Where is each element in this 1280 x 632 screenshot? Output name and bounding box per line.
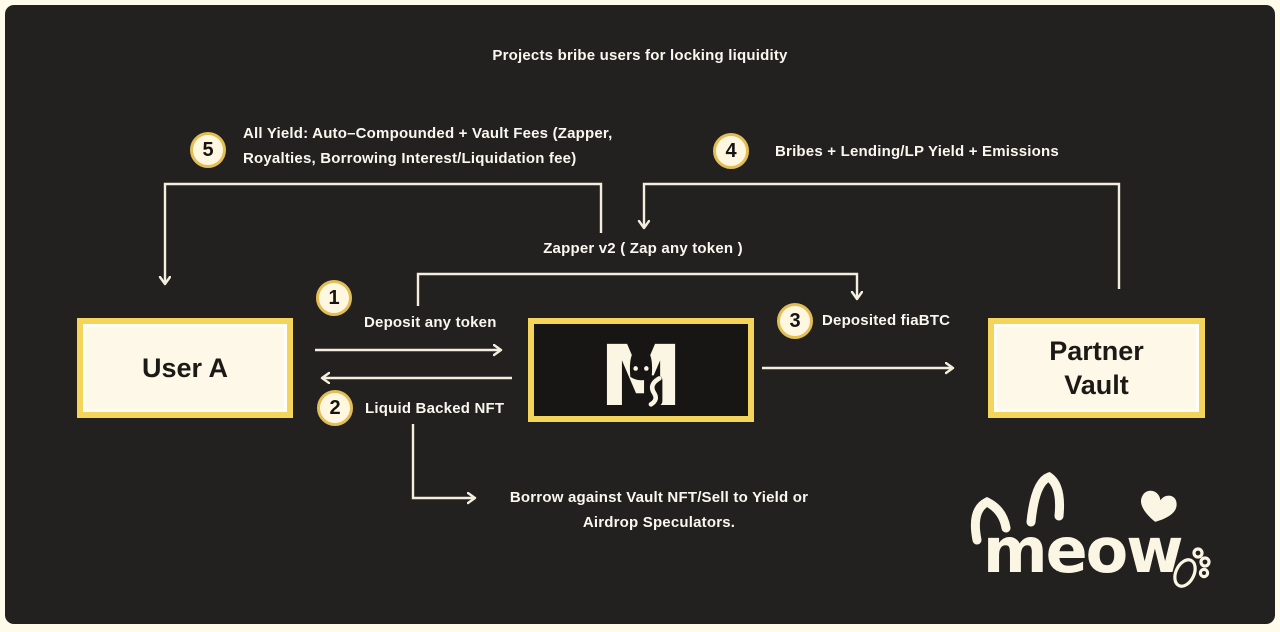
user-a-label: User A — [141, 353, 229, 383]
diagram-title: Projects bribe users for locking liquidi… — [492, 47, 788, 64]
step-4-badge: 4 — [713, 133, 749, 169]
step-4-number: 4 — [725, 139, 737, 162]
heart-icon — [1141, 490, 1177, 522]
step-1-badge: 1 — [316, 280, 352, 316]
cat-eye-right — [644, 366, 649, 371]
diagram-panel — [5, 5, 1275, 624]
meow-brand-logo: meow — [970, 471, 1211, 588]
borrow-label: Borrow against Vault NFT/Sell to Yield o… — [509, 489, 809, 531]
cat-tail — [648, 376, 662, 407]
meow-wordmark-text: meow — [983, 514, 1182, 587]
bribes-to-zapper-arrow — [644, 182, 1121, 289]
cat-ear-right-icon — [1026, 471, 1064, 527]
step-1-label: Deposit any token — [364, 314, 497, 331]
step-5-badge: 5 — [190, 132, 226, 168]
meow-vault-node: M — [528, 318, 754, 422]
step-1-number: 1 — [328, 286, 340, 309]
borrow-arrow — [411, 424, 475, 498]
partner-vault-label: Partner Vault — [1049, 336, 1144, 400]
step-5-number: 5 — [202, 138, 214, 161]
cat-head-silhouette — [629, 352, 653, 381]
step-3-label: Deposited fiaBTC — [822, 312, 951, 329]
yield-to-user-arrow — [165, 182, 603, 284]
cat-ear-left-icon — [970, 496, 1011, 545]
step-2-badge: 2 — [317, 390, 353, 426]
step-4-label: Bribes + Lending/LP Yield + Emissions — [775, 143, 1059, 160]
step-5-label: All Yield: Auto–Compounded + Vault Fees … — [243, 125, 613, 167]
meow-m-logo-icon: M — [599, 328, 683, 412]
zapper-label: Zapper v2 ( Zap any token ) — [543, 240, 743, 257]
step-3-number: 3 — [789, 309, 801, 332]
step-2-number: 2 — [329, 396, 341, 419]
cat-eye-left — [633, 366, 638, 371]
step-3-badge: 3 — [777, 303, 813, 339]
zapper-route-arrow — [416, 272, 857, 306]
partner-vault-node: Partner Vault — [988, 318, 1205, 418]
paw-icon — [1173, 547, 1211, 588]
user-a-node: User A — [77, 318, 293, 418]
step-2-label: Liquid Backed NFT — [365, 400, 505, 417]
